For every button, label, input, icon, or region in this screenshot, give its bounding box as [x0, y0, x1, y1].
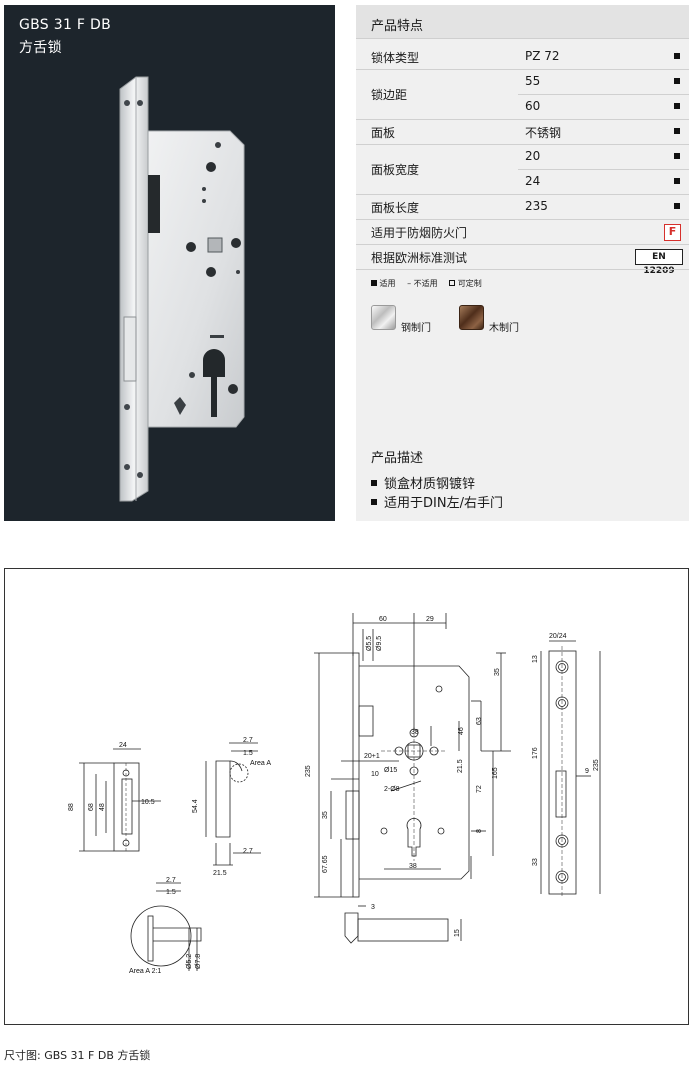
applicable-mark [674, 78, 680, 84]
hollow-square-icon [449, 280, 456, 286]
product-model: GBS 31 F DB [19, 17, 111, 33]
description-title: 产品描述 [371, 451, 424, 466]
spec-value: 20 [525, 149, 541, 163]
mortise-lock-illustration [119, 76, 245, 502]
dim-33: 33 [532, 858, 539, 866]
bullet-icon [371, 499, 377, 505]
door-label: 木制门 [489, 323, 519, 334]
dimension-drawing-svg: 24 88 68 48 10.5 2.7 1.5 Area A 54.4 2.7… [68, 613, 601, 975]
spec-value: PZ 72 [525, 49, 560, 63]
dim-21-5-a: 21.5 [213, 870, 227, 877]
applicable-mark [674, 128, 680, 134]
applicable-mark [674, 203, 680, 209]
dim-235-a: 235 [305, 765, 312, 777]
dim-10: 10 [371, 771, 379, 778]
dim-88: 88 [68, 803, 75, 811]
dim-13: 13 [532, 655, 539, 663]
dim-8: 8 [476, 829, 483, 833]
door-label: 钢制门 [401, 323, 431, 334]
product-type: 方舌锁 [19, 40, 62, 56]
en-12209-badge: EN 12209 [635, 249, 683, 276]
dim-15: 15 [454, 929, 461, 937]
legend: 适用 – 不适用 可定制 [371, 278, 491, 289]
dim-2-7-b: 2.7 [243, 848, 253, 855]
dim-21-5-b: 21.5 [457, 759, 464, 773]
wood-door-icon [459, 305, 484, 330]
spec-value: 60 [525, 99, 541, 113]
dim-60: 60 [379, 616, 387, 623]
description-item: 适用于DIN左/右手门 [371, 492, 503, 511]
spec-label: 锁体类型 [371, 51, 420, 65]
dim-72: 72 [476, 785, 483, 793]
dimension-drawing: 24 88 68 48 10.5 2.7 1.5 Area A 54.4 2.7… [4, 568, 689, 1025]
dim-68: 68 [88, 803, 95, 811]
dim-67-65: 67.65 [322, 855, 329, 873]
dim-29: 29 [426, 616, 434, 623]
dim-165: 165 [492, 767, 499, 779]
area-a-scale-label: Area A 2:1 [129, 968, 161, 975]
spec-panel: 产品特点 锁体类型 PZ 72 55 锁边距 60 面板 不锈钢 20 面板宽度… [356, 5, 689, 521]
dim-2-7-c: 2.7 [166, 877, 176, 884]
dim-24: 24 [119, 742, 127, 749]
dim-54-4: 54.4 [192, 799, 199, 813]
legend-customizable: 可定制 [449, 278, 482, 289]
dim-20-1: 20+1 [364, 753, 380, 760]
spec-value: 24 [525, 174, 541, 188]
bullet-icon [371, 480, 377, 486]
product-image-panel: GBS 31 F DB 方舌锁 [4, 5, 335, 521]
dim-1-5-a: 1.5 [243, 750, 253, 757]
legend-applicable: 适用 [371, 278, 396, 289]
area-a-label: Area A [250, 760, 271, 767]
dim-dia-7-8: Ø7.8 [195, 954, 202, 969]
dim-63: 63 [476, 717, 483, 725]
spec-label: 锁边距 [371, 88, 408, 102]
description-item: 锁盒材质钢镀锌 [371, 473, 475, 492]
spec-label: 面板长度 [371, 201, 420, 215]
dim-dia-15: Ø15 [384, 767, 397, 774]
dim-dia-9-5: Ø9.5 [376, 636, 383, 651]
spec-label: 面板宽度 [371, 163, 420, 177]
dim-35-b: 35 [322, 811, 329, 819]
dim-9: 9 [585, 768, 589, 775]
spec-label: 适用于防烟防火门 [371, 226, 468, 240]
spec-label: 根据欧洲标准测试 [371, 251, 468, 265]
strike-plate-outline [113, 762, 140, 852]
dim-2-7-a: 2.7 [243, 737, 253, 744]
filled-square-icon [371, 280, 377, 286]
applicable-mark [674, 178, 680, 184]
applicable-mark [674, 103, 680, 109]
spec-header: 产品特点 [356, 5, 689, 39]
spec-value: 235 [525, 199, 548, 213]
spec-label: 面板 [371, 126, 396, 140]
dim-38-a: 38 [411, 729, 419, 736]
legend-not-applicable: – 不适用 [407, 279, 438, 288]
dim-dia-5-2: Ø5.2 [186, 954, 193, 969]
dim-10-5: 10.5 [141, 799, 155, 806]
dim-35-a: 35 [494, 668, 501, 676]
spec-value: 55 [525, 74, 541, 88]
steel-door-icon [371, 305, 396, 330]
spec-value: 不锈钢 [525, 126, 562, 140]
dim-46: 46 [458, 727, 465, 735]
dim-38-b: 38 [409, 863, 417, 870]
dim-2-dia-8: 2-Ø8 [384, 786, 400, 793]
dim-3: 3 [371, 904, 375, 911]
applicable-mark [674, 153, 680, 159]
applicable-mark [674, 53, 680, 59]
dim-20-24: 20/24 [549, 633, 567, 640]
fire-door-badge: F [664, 224, 681, 241]
drawing-caption: 尺寸图: GBS 31 F DB 方舌锁 [4, 1049, 151, 1062]
dim-dia-5-5: Ø5.5 [366, 636, 373, 651]
dim-235-b: 235 [593, 759, 600, 771]
dim-1-5-c: 1.5 [166, 889, 176, 896]
dim-176: 176 [532, 747, 539, 759]
dim-48: 48 [99, 803, 106, 811]
